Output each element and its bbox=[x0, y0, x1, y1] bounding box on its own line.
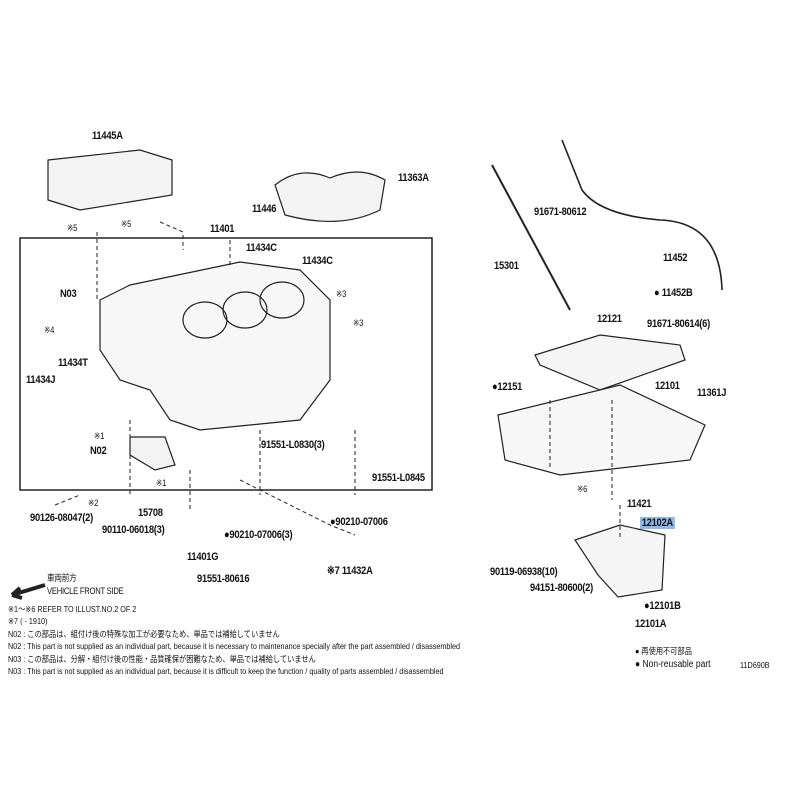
reference-mark: ※1 bbox=[156, 478, 167, 488]
reference-mark: ※2 bbox=[88, 498, 99, 508]
part-label[interactable]: 90110-06018(3) bbox=[102, 524, 165, 536]
part-label[interactable]: 11401 bbox=[210, 223, 235, 235]
part-label[interactable]: 11421 bbox=[627, 498, 652, 510]
reference-mark: ※5 bbox=[121, 219, 132, 229]
part-label[interactable]: ● 11452B bbox=[654, 287, 693, 299]
part-label[interactable]: 11434J bbox=[26, 374, 56, 386]
note-line: N03 : この部品は、分解・組付け後の性能・品質確保が困難なため、単品では補給… bbox=[8, 654, 316, 664]
part-label[interactable]: ●90210-07006 bbox=[330, 516, 388, 528]
part-label[interactable]: ●90210-07006(3) bbox=[224, 529, 293, 541]
note-line: ※7 ( - 1910) bbox=[8, 616, 48, 626]
part-label[interactable]: 91551-80616 bbox=[197, 573, 250, 585]
part-label[interactable]: 11401G bbox=[187, 551, 219, 563]
reference-mark: ※6 bbox=[577, 484, 588, 494]
legend-jp: ● 再使用不可部品 bbox=[635, 646, 692, 656]
part-label[interactable]: ●12101B bbox=[644, 600, 681, 612]
part-label[interactable]: 11434C bbox=[246, 242, 277, 254]
note-line: N03 : This part is not supplied as an in… bbox=[8, 666, 444, 676]
reference-mark: ※3 bbox=[336, 289, 347, 299]
part-label[interactable]: 90126-08047(2) bbox=[30, 512, 93, 524]
part-label[interactable]: 91551-L0830(3) bbox=[261, 439, 325, 451]
oil-pan-12101 bbox=[497, 384, 706, 476]
engine-block-frame bbox=[19, 237, 433, 491]
note-line: N02 : この部品は、組付け後の特殊な加工が必要なため、単品では補給していませ… bbox=[8, 629, 280, 639]
part-label[interactable]: 11446 bbox=[252, 203, 277, 215]
front-label-jp: 車両前方 bbox=[47, 573, 77, 583]
part-label[interactable]: 15708 bbox=[138, 507, 163, 519]
note-line: ※1～※6 REFER TO ILLUST.NO.2 OF 2 bbox=[8, 604, 137, 614]
part-label[interactable]: ※7 11432A bbox=[327, 565, 373, 577]
cylinder-block bbox=[99, 261, 331, 431]
part-label[interactable]: 11363A bbox=[398, 172, 429, 184]
part-label[interactable]: 91671-80612 bbox=[534, 206, 587, 218]
part-label[interactable]: 11452 bbox=[663, 252, 688, 264]
part-label[interactable]: 12121 bbox=[597, 313, 622, 325]
part-label[interactable]: 11434C bbox=[302, 255, 333, 267]
dipstick-15301 bbox=[491, 164, 571, 311]
part-label[interactable]: 91671-80614(6) bbox=[647, 318, 710, 330]
part-label-selected[interactable]: 12102A bbox=[640, 517, 675, 529]
bearing-cap-N02 bbox=[129, 436, 176, 471]
illustration-code: 11D690B bbox=[740, 660, 770, 670]
cover-11445A bbox=[47, 149, 173, 211]
legend-en: ● Non-reusable part bbox=[635, 659, 711, 670]
part-label[interactable]: 12101 bbox=[655, 380, 680, 392]
part-label[interactable]: 91551-L0845 bbox=[372, 472, 425, 484]
reference-mark: ※4 bbox=[44, 325, 55, 335]
oil-pan-12102A bbox=[574, 524, 666, 598]
part-label[interactable]: ●12151 bbox=[492, 381, 523, 393]
part-label[interactable]: 12101A bbox=[635, 618, 667, 630]
reference-mark: ※5 bbox=[67, 223, 78, 233]
note-marker: N02 bbox=[90, 445, 107, 457]
part-label[interactable]: 11361J bbox=[697, 387, 727, 399]
part-label[interactable]: 94151-80600(2) bbox=[530, 582, 593, 594]
baffle-12121 bbox=[534, 334, 686, 391]
reference-mark: ※3 bbox=[353, 318, 364, 328]
part-label[interactable]: 11445A bbox=[92, 130, 123, 142]
part-label[interactable]: 11434T bbox=[58, 357, 88, 369]
reference-mark: ※1 bbox=[94, 431, 105, 441]
note-marker: N03 bbox=[60, 288, 77, 300]
dipstick-guide-11452 bbox=[561, 139, 723, 291]
part-label[interactable]: 90119-06938(10) bbox=[490, 566, 558, 578]
part-label[interactable]: 15301 bbox=[494, 260, 519, 272]
note-line: N02 : This part is not supplied as an in… bbox=[8, 641, 461, 651]
arrow-front bbox=[10, 583, 46, 600]
front-label-en: VEHICLE FRONT SIDE bbox=[47, 586, 124, 596]
insulator-11446 bbox=[274, 171, 386, 222]
